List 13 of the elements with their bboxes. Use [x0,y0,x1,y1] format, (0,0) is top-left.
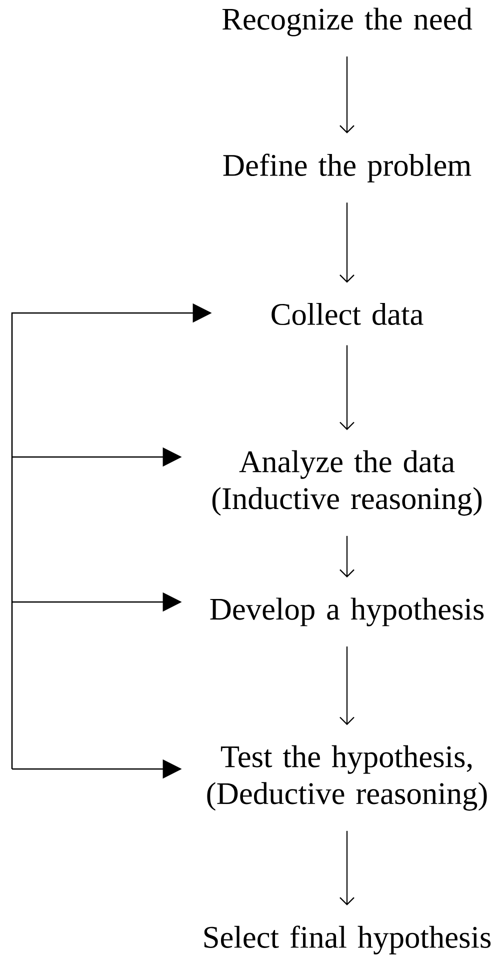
step-text: Recognize the need [222,8,472,36]
step-text: Analyze the data (Inductive reasoning) [212,450,482,516]
arrow [340,56,354,134]
step-text: Collect data [272,302,424,326]
arrow [340,646,354,726]
step-text: Test the hypothesis, (Deductive reasoning) [207,745,487,811]
arrow [340,536,354,578]
step-text: Develop a hypothesis [210,598,484,626]
arrow [340,202,354,283]
step-text: Select final hypothesis [204,926,491,954]
step-text: Define the problem [223,154,472,182]
arrow [340,345,354,430]
arrow [340,830,354,906]
